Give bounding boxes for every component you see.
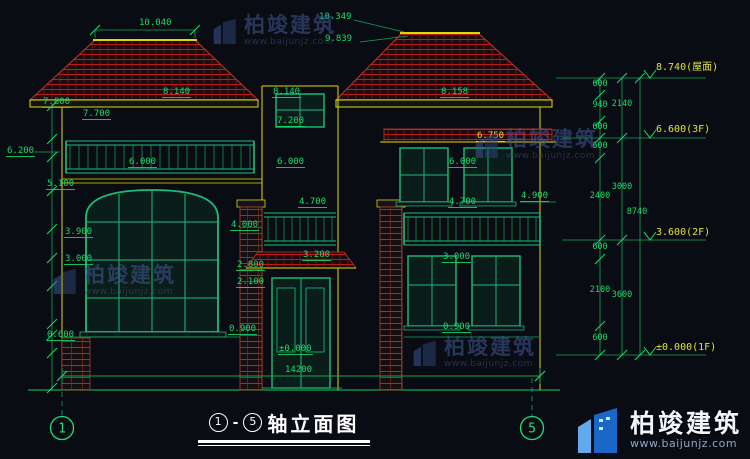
brick-pilaster-left — [236, 199, 266, 391]
brick-base-left — [61, 337, 91, 391]
axis-bubble-5-label: 5 — [528, 422, 536, 437]
title-text: 轴立面图 — [267, 412, 360, 436]
dim-label: 8.158 — [440, 87, 470, 98]
right-roof — [334, 32, 554, 108]
title-axis-end: 5 — [243, 413, 263, 432]
title-underline — [198, 440, 370, 443]
dim-label: 7.800 — [42, 97, 72, 108]
site-logo-url: www.baijunjz.com — [629, 437, 738, 450]
entry-canopy-roof — [245, 251, 357, 269]
brick-pilaster-right — [376, 199, 406, 391]
dim-label: 0.900 — [442, 322, 472, 333]
chain-dim-label: 2400 — [589, 191, 611, 201]
dim-label: 0.600 — [46, 330, 76, 341]
balcony-railing-3f-left — [65, 140, 255, 174]
dim-label: 6.000 — [448, 157, 478, 168]
dim-label: 8.140 — [162, 87, 192, 98]
site-logo-icon — [577, 408, 617, 453]
dim-label: 4.900 — [520, 191, 550, 202]
drawing-title: 1 - 5 轴立面图 — [198, 408, 370, 446]
title-axis-start: 1 — [208, 413, 228, 432]
dim-label: 10.040 — [139, 18, 172, 28]
secondary-eave-right — [380, 128, 556, 143]
exterior-walls — [61, 100, 541, 390]
dim-label: 6.200 — [6, 146, 36, 157]
chain-dim-label: 600 — [592, 333, 608, 343]
dim-label: 0.900 — [228, 324, 258, 335]
chain-dim-label: 2100 — [589, 285, 611, 295]
chain-dim-label: 940 — [592, 100, 608, 110]
dim-label: 3.000 — [442, 252, 472, 263]
dim-label: 6.000 — [276, 157, 306, 168]
dim-label: 6.750 — [476, 131, 506, 142]
level-label-roof: 8.740(屋面) — [656, 62, 719, 73]
grand-arched-window — [79, 189, 227, 338]
dim-label: 4.000 — [230, 220, 260, 231]
dim-label: 7.700 — [82, 109, 112, 120]
axis-bubble-1-label: 1 — [58, 422, 66, 437]
dimension-line-top — [89, 24, 201, 38]
entry-door — [262, 277, 342, 389]
level-label-1f: ±0.000(1F) — [656, 342, 717, 353]
dim-label: 9.839 — [325, 34, 353, 44]
chain-dim-label: 3600 — [611, 290, 633, 300]
dim-label: 3.900 — [64, 227, 94, 238]
level-label-2f: 3.600(2F) — [656, 227, 711, 238]
chain-dim-label: 2140 — [611, 99, 633, 109]
dim-label: 14200 — [285, 365, 313, 375]
dim-label: 3.200 — [302, 250, 332, 261]
balcony-railing-2f-center — [264, 212, 336, 246]
chain-dim-label: 3000 — [611, 182, 633, 192]
chain-dim-label: 600 — [592, 242, 608, 252]
dim-label: 5.100 — [46, 179, 76, 190]
elevation-lines-right — [556, 69, 706, 356]
level-label-3f: 6.600(3F) — [656, 124, 711, 135]
leader-lines — [34, 19, 556, 203]
center-dormer — [261, 85, 339, 128]
dim-label: 10.349 — [319, 12, 352, 22]
chain-dim-label: 600 — [592, 79, 608, 89]
axis-bubble-5: 5 — [519, 378, 545, 441]
dim-label: 4.700 — [448, 197, 478, 208]
site-logo: 柏竣建筑 www.baijunjz.com — [575, 405, 742, 455]
dim-label: ±0.000 — [278, 344, 313, 355]
dim-label: 3.000 — [64, 254, 94, 265]
axis-bubble-1: 1 — [49, 392, 75, 441]
dim-label: 7.200 — [276, 116, 306, 127]
left-roof — [28, 39, 260, 108]
dimension-chain-right — [594, 72, 646, 361]
dim-label: 2.100 — [236, 277, 266, 288]
dimension-chain-left — [46, 100, 58, 394]
dim-label: 8.140 — [272, 87, 302, 98]
chain-dim-label: 8740 — [626, 207, 648, 217]
balcony-railing-2f-right — [403, 212, 541, 246]
title-separator: - — [232, 414, 239, 431]
chain-dim-label: 600 — [592, 141, 608, 151]
dimension-line-bottom — [56, 368, 546, 384]
dim-label: 4.700 — [298, 197, 328, 208]
title-underline-thin — [198, 445, 370, 446]
windows-1f-right — [403, 255, 525, 331]
dim-label: 2.800 — [236, 260, 266, 271]
site-logo-name: 柏竣建筑 — [629, 409, 742, 438]
chain-dim-label: 600 — [592, 122, 608, 132]
dim-label: 6.000 — [128, 157, 158, 168]
